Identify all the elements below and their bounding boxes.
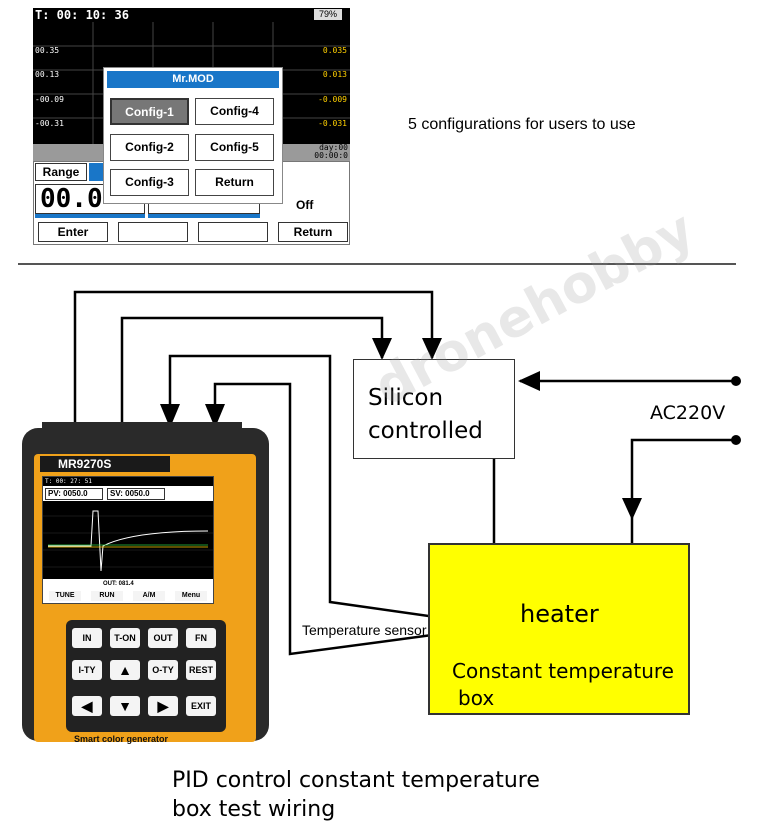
silicon-controlled-box: Silicon controlled xyxy=(353,359,515,459)
heater-label: heater xyxy=(520,600,599,628)
y-left-label: -00.31 xyxy=(35,119,64,128)
config-5-button[interactable]: Config-5 xyxy=(195,134,274,161)
key-exit[interactable]: EXIT xyxy=(186,696,216,716)
device-model-label: MR9270S xyxy=(40,456,170,472)
battery-indicator: 79% xyxy=(314,9,342,20)
scr-label-line2: controlled xyxy=(368,418,483,444)
device-keypad: IN T-ON OUT FN I-TY ▲ O-TY REST ◀ ▼ ▶ EX… xyxy=(66,620,226,732)
out-label: OUT: xyxy=(103,581,117,587)
display-underline xyxy=(35,214,145,218)
pv-value: 0050.0 xyxy=(63,489,88,498)
config-2-button[interactable]: Config-2 xyxy=(110,134,189,161)
caption-bottom-line2: box test wiring xyxy=(172,797,336,822)
box-label-line1: Constant temperature xyxy=(452,659,674,683)
temperature-sensor-label: Temperature sensor xyxy=(302,622,427,638)
sv-label: SV: xyxy=(110,489,123,498)
y-left-label: -00.09 xyxy=(35,95,64,104)
enter-button[interactable]: Enter xyxy=(38,222,108,242)
arrow-down xyxy=(160,404,180,428)
y-right-label: -0.009 xyxy=(318,95,347,104)
key-o-ty[interactable]: O-TY xyxy=(148,660,178,680)
device-connector-strip xyxy=(42,422,242,430)
key-t-on[interactable]: T-ON xyxy=(110,628,140,648)
y-right-label: 0.013 xyxy=(322,70,347,79)
right-arrow-icon[interactable]: ▶ xyxy=(148,696,178,716)
device-screen-capture: T: 00: 10: 36 79% 00.35 00.13 -00.09 -00… xyxy=(33,8,350,245)
status-bar: T: 00: 10: 36 79% xyxy=(33,8,350,22)
status-time: T: 00: 10: 36 xyxy=(35,8,129,22)
am-softkey[interactable]: A/M xyxy=(133,591,165,601)
softkey-2[interactable] xyxy=(118,222,188,242)
arrow-down xyxy=(205,404,225,428)
arrow-down xyxy=(622,498,642,520)
ac-voltage-label: AC220V xyxy=(650,402,726,424)
arrow-left xyxy=(518,371,540,391)
section-divider xyxy=(18,263,736,265)
tune-softkey[interactable]: TUNE xyxy=(49,591,81,601)
wire-sensor-a xyxy=(168,354,493,627)
wire-inner-to-scr xyxy=(120,316,384,430)
y-right-label: -0.031 xyxy=(318,119,347,128)
mr9270s-device: MR9270S T: 00: 27: 51 PV: 0050.0 SV: 005… xyxy=(22,422,269,744)
config-3-button[interactable]: Config-3 xyxy=(110,169,189,196)
out-value: 081.4 xyxy=(118,581,134,587)
device-brand-label: Smart color generator xyxy=(74,734,169,744)
key-out[interactable]: OUT xyxy=(148,628,178,648)
dialog-return-button[interactable]: Return xyxy=(195,169,274,196)
scr-label-line1: Silicon xyxy=(368,385,444,411)
wire-ac-to-heater xyxy=(630,438,736,518)
wire-outer-to-scr xyxy=(73,290,434,430)
up-arrow-icon[interactable]: ▲ xyxy=(110,660,140,680)
wire-sensor-b xyxy=(213,382,493,656)
pv-label: PV: xyxy=(48,489,61,498)
arrow-down xyxy=(422,338,442,360)
menu-softkey[interactable]: Menu xyxy=(175,591,207,601)
range-tab-indicator xyxy=(89,163,103,181)
y-left-label: 00.13 xyxy=(35,70,60,79)
caption-bottom-line1: PID control constant temperature xyxy=(172,768,540,793)
clock-readout: 00:00:0 xyxy=(314,151,348,160)
device-trend-plot xyxy=(43,501,213,579)
day-readout: day:00 xyxy=(319,143,348,152)
range-button[interactable]: Range xyxy=(35,163,87,181)
device-screen-time: T: 00: 27: 51 xyxy=(43,477,213,486)
config-4-button[interactable]: Config-4 xyxy=(195,98,274,125)
y-left-label: 00.35 xyxy=(35,46,60,55)
off-label: Off xyxy=(296,198,314,212)
dialog-title: Mr.MOD xyxy=(107,71,279,88)
key-i-ty[interactable]: I-TY xyxy=(72,660,102,680)
config-1-button[interactable]: Config-1 xyxy=(110,98,189,125)
key-rest[interactable]: REST xyxy=(186,660,216,680)
left-arrow-icon[interactable]: ◀ xyxy=(72,696,102,716)
device-face: MR9270S T: 00: 27: 51 PV: 0050.0 SV: 005… xyxy=(34,454,256,744)
run-softkey[interactable]: RUN xyxy=(91,591,123,601)
device-screen: T: 00: 27: 51 PV: 0050.0 SV: 0050.0 xyxy=(42,476,214,604)
config-dialog: Mr.MOD Config-1 Config-4 Config-2 Config… xyxy=(103,67,283,204)
down-arrow-icon[interactable]: ▼ xyxy=(110,696,140,716)
key-in[interactable]: IN xyxy=(72,628,102,648)
sv-value: 0050.0 xyxy=(125,489,150,498)
value-display-left: 00.0 xyxy=(35,184,145,214)
terminal-dot xyxy=(731,435,741,445)
return-button[interactable]: Return xyxy=(278,222,348,242)
caption-configurations: 5 configurations for users to use xyxy=(408,116,636,133)
y-right-label: 0.035 xyxy=(322,46,347,55)
display-underline xyxy=(148,214,260,218)
softkey-3[interactable] xyxy=(198,222,268,242)
box-label-line2: box xyxy=(458,686,495,710)
arrow-down xyxy=(372,338,392,360)
constant-temperature-box: heater Constant temperature box xyxy=(428,543,690,715)
key-fn[interactable]: FN xyxy=(186,628,216,648)
terminal-dot xyxy=(731,376,741,386)
